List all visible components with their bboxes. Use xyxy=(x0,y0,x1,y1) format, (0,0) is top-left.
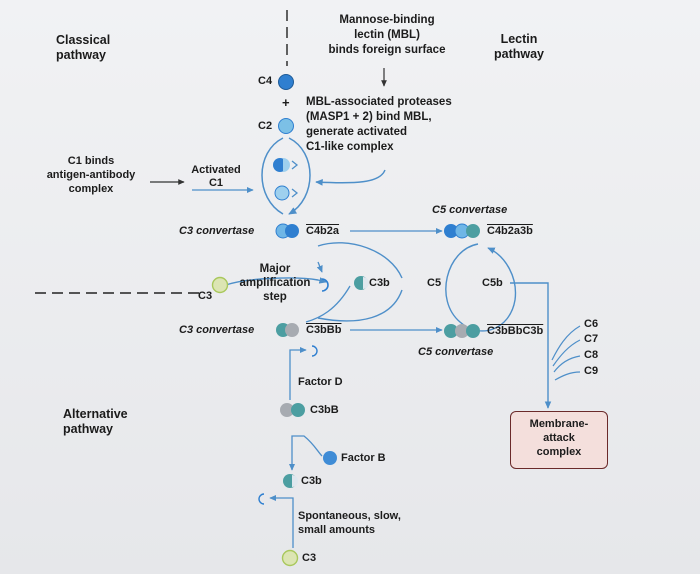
c1-loop-right xyxy=(288,137,311,215)
c3b-to-convertase-arrow xyxy=(305,285,351,323)
c3-circle-bottom xyxy=(281,549,299,567)
c5b-line xyxy=(510,282,552,409)
c3bbbc3b-label: C3bBbC3b xyxy=(487,325,544,337)
amplification-half-circle xyxy=(321,278,329,292)
c4b2a-label: C4b2a xyxy=(306,225,340,237)
c8-label: C8 xyxy=(584,349,599,361)
c8-arrow xyxy=(553,355,581,373)
membrane-attack-complex-label: Membrane- attack complex xyxy=(529,418,589,458)
amplification-loop-top xyxy=(317,242,403,279)
c3-bottom-label: C3 xyxy=(302,552,317,564)
c1-complex-1 xyxy=(273,158,299,172)
alternative-pathway-title: Alternative pathway xyxy=(63,407,128,436)
c2-circle xyxy=(278,118,294,134)
c3-left-label: C3 xyxy=(198,290,213,302)
major-amplification-label: Major amplification step xyxy=(239,263,311,303)
factor-b-label: Factor B xyxy=(341,452,386,464)
c1-loop-left xyxy=(261,137,284,215)
c9-label: C9 xyxy=(584,365,599,377)
c3-convertase-alt-label: C3 convertase xyxy=(179,324,255,336)
c4b2a-molecule xyxy=(275,223,299,239)
c3b-mid-label: C3b xyxy=(369,277,390,289)
c3bb-label: C3bB xyxy=(310,404,339,416)
membrane-attack-complex-box: Membrane- attack complex xyxy=(510,411,608,469)
c4-label: C4 xyxy=(258,75,273,87)
activated-c1-label: Activated C1 xyxy=(191,164,241,189)
c5-cleavage-loop xyxy=(445,243,517,332)
masp-arrow xyxy=(315,169,386,186)
plus-sign: + xyxy=(282,95,290,110)
factor-d-half-circle xyxy=(311,345,318,357)
c3bbb-molecule xyxy=(276,323,299,337)
amp-down-arrow xyxy=(316,261,323,273)
c7-label: C7 xyxy=(584,333,599,345)
c4-circle xyxy=(278,74,294,90)
c3-circle-left xyxy=(211,276,229,294)
c5-convertase-bottom-label: C5 convertase xyxy=(418,346,494,358)
factor-d-label: Factor D xyxy=(298,376,343,388)
factor-b-arrow xyxy=(288,435,323,471)
c3b-low-molecule xyxy=(283,474,298,488)
c9-arrow xyxy=(554,371,581,381)
c2-label: C2 xyxy=(258,120,273,132)
c3b-mid-molecule xyxy=(354,276,369,290)
c3-convertase-classical-label: C3 convertase xyxy=(179,225,255,237)
masp-label: MBL-associated proteases (MASP1 + 2) bin… xyxy=(306,96,452,153)
spontaneous-arrow xyxy=(269,494,294,548)
c1-complex-2 xyxy=(274,185,299,201)
amplification-loop-bottom xyxy=(317,289,403,322)
c3bbbc3b-molecule xyxy=(444,324,480,338)
lectin-pathway-title: Lectin pathway xyxy=(493,32,544,61)
c3bbb-label: C3bBb xyxy=(306,324,342,336)
c6-label: C6 xyxy=(584,318,599,330)
c4b2a3b-molecule xyxy=(444,223,480,239)
c5-convertase-top-label: C5 convertase xyxy=(432,204,508,216)
c5b-label: C5b xyxy=(482,277,503,289)
factor-b-circle xyxy=(323,451,337,465)
c3bb-molecule xyxy=(280,403,305,417)
c4b2a3b-label: C4b2a3b xyxy=(487,225,533,237)
spontaneous-label: Spontaneous, slow, small amounts xyxy=(298,510,401,536)
c1-binds-label: C1 binds antigen-antibody complex xyxy=(46,155,136,195)
c3-cleave-arrow xyxy=(225,277,327,286)
factor-d-arrow xyxy=(289,346,307,400)
c7-arrow xyxy=(552,339,581,367)
mbl-label: Mannose-binding lectin (MBL) binds forei… xyxy=(328,14,446,56)
spontaneous-half-circle xyxy=(258,493,265,505)
classical-pathway-title: Classical pathway xyxy=(56,33,111,62)
c3b-low-label: C3b xyxy=(301,475,322,487)
c6-arrow xyxy=(551,325,581,361)
c5-label: C5 xyxy=(427,277,442,289)
